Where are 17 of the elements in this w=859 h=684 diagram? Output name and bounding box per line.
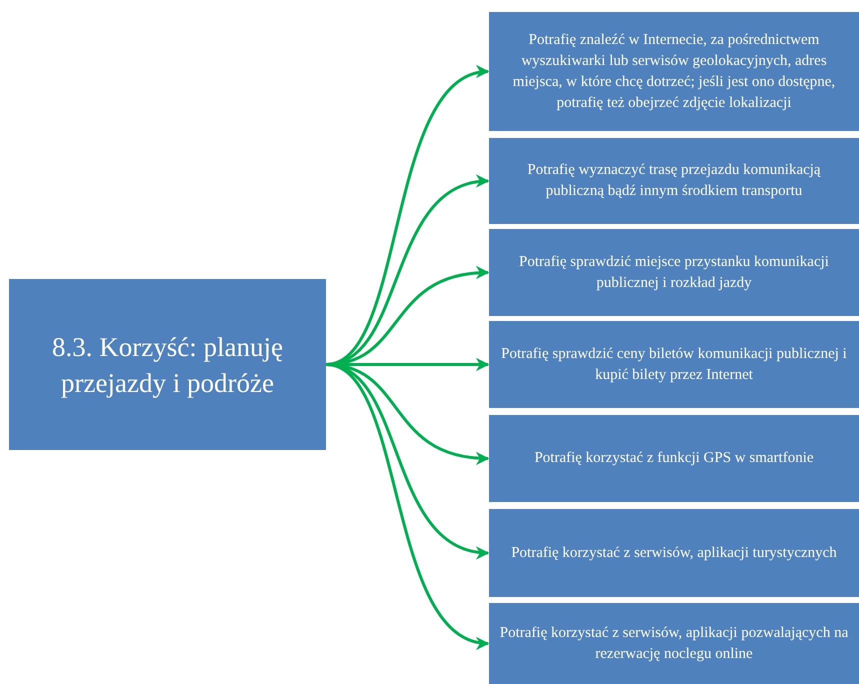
box-text: 8.3. Korzyść: planuję przejazdy i podróże	[51, 330, 284, 400]
box-text: Potrafię korzystać z funkcji GPS w smartfonie	[534, 449, 814, 468]
box-text: Potrafię korzystać z serwisów, aplikacji turystycznych	[511, 544, 837, 562]
box-text: Potrafię sprawdzić miejsce przystanku komunikacji publicznej i rozkład jazdy	[518, 252, 830, 292]
box-text: Potrafię wyznaczyć trasę przejazdu komunikacją publiczną bądź innym środkiem transportu	[526, 161, 822, 201]
skill-box	[489, 12, 859, 131]
skill-box	[489, 603, 859, 684]
box-text: Potrafię korzystać z serwisów, aplikacji pozwalających na rezerwację noclegu online	[498, 624, 850, 664]
skill-box	[489, 321, 859, 408]
skill-box	[489, 229, 859, 316]
skill-box	[489, 138, 859, 224]
skill-box	[489, 509, 859, 597]
box-text: Potrafię sprawdzić ceny biletów komunikacji publicznej i kupić bilety przez Internet	[500, 344, 848, 384]
box-text: Potrafię znaleźć w Internecie, za pośrednictwem wyszukiwarki lub serwisów geolokacyjnych, adres miejsca, w które chcę dotrzeć; jeśli jest ono dostępne, potrafię też obejrzeć zdjęcie lokalizacji	[512, 30, 836, 112]
arrow	[326, 363, 490, 648]
topic-box	[9, 279, 326, 450]
skill-box	[489, 415, 859, 502]
